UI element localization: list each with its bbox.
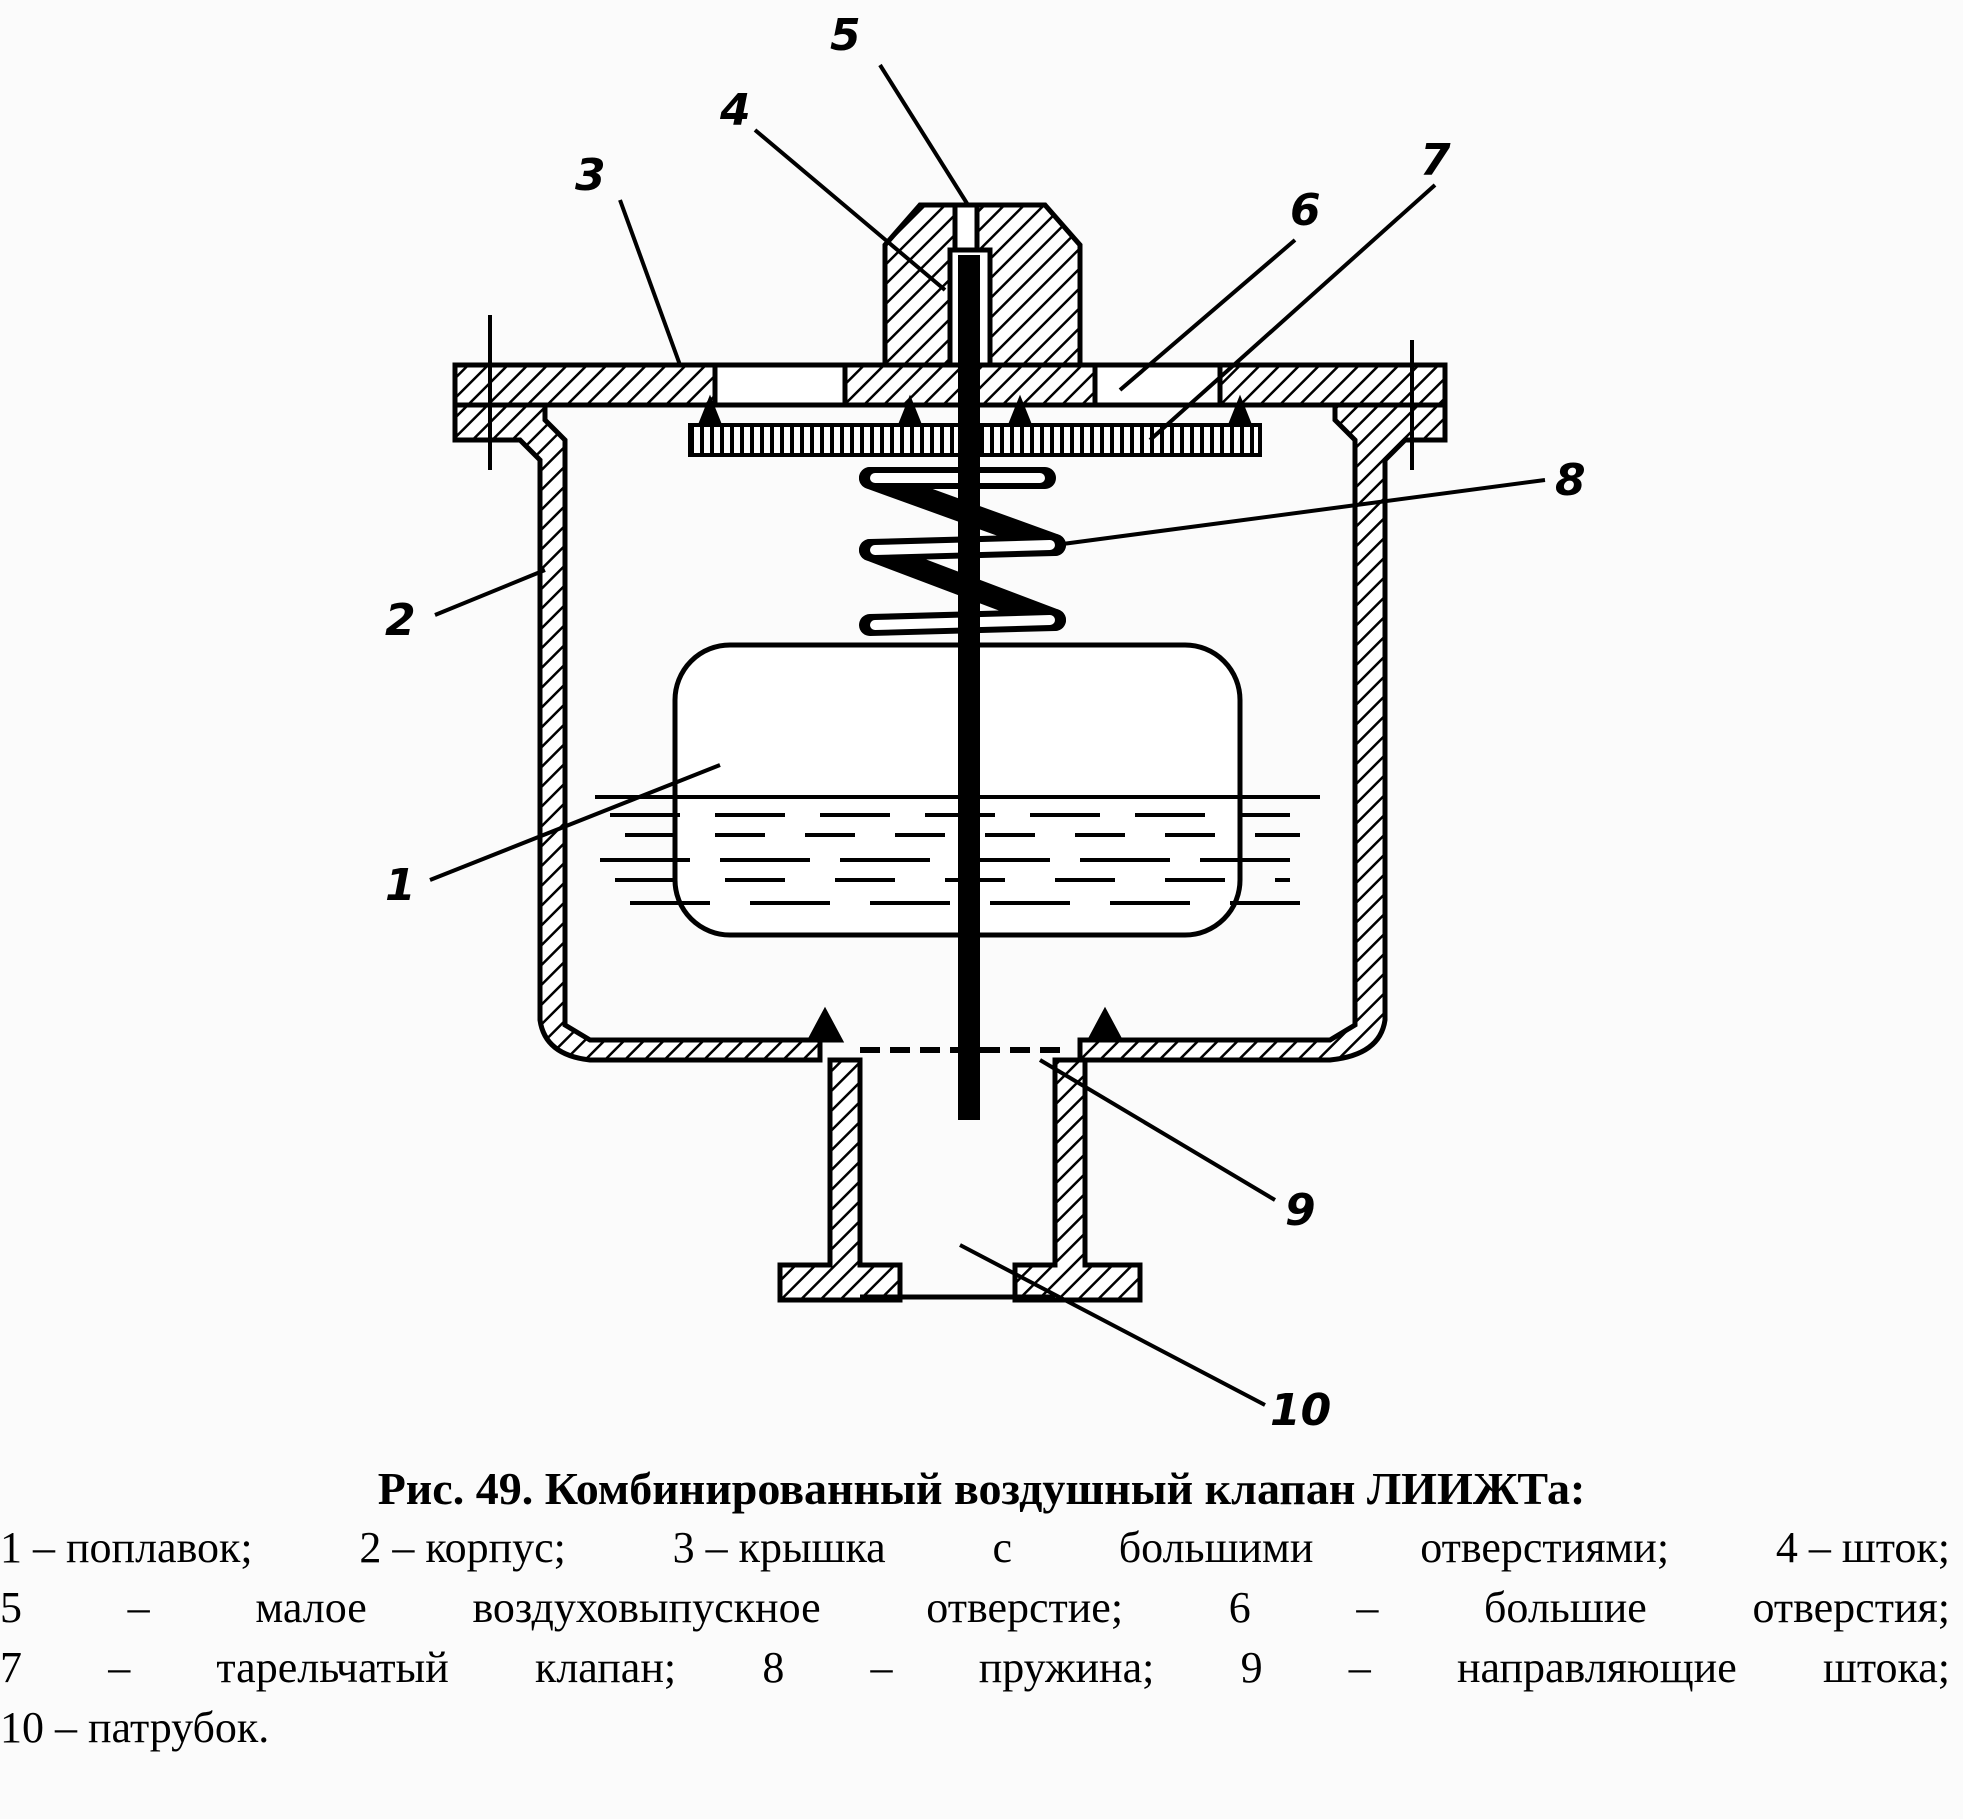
caption-title: Рис. 49. Комбинированный воздушный клапа… [377, 1463, 1586, 1514]
caption-word: воздуховыпускное [472, 1583, 821, 1632]
caption-word: отверстиями; [1420, 1523, 1670, 1572]
caption-word: 1 – поплавок; [0, 1523, 253, 1572]
caption-word: 7 [0, 1643, 22, 1692]
caption-word: 5 [0, 1583, 22, 1632]
caption-word: – [127, 1583, 150, 1632]
label-6: 6 [1290, 185, 1321, 236]
caption-line: 10 – патрубок. [0, 1698, 1963, 1758]
figure-caption: Рис. 49. Комбинированный воздушный клапа… [0, 1460, 1963, 1810]
caption-word: 4 – шток; [1775, 1523, 1950, 1572]
label-9: 9 [1285, 1185, 1316, 1236]
water-level [595, 795, 1320, 905]
valve-drawing: 5 4 3 7 6 8 2 1 9 10 [385, 10, 1586, 1436]
caption-line: 7 – тарельчатый клапан; 8 – пружина; 9 – направля… [0, 1638, 1950, 1698]
caption-line: 1 – поплавок; 2 – корпус; 3 – крышка с больш… [0, 1518, 1950, 1578]
float [672, 642, 1243, 938]
caption-word: малое [255, 1583, 367, 1632]
caption-word: клапан; [534, 1643, 677, 1692]
valve-body [452, 402, 1448, 1063]
label-1: 1 [385, 860, 416, 911]
caption-word: большие [1484, 1583, 1647, 1632]
caption-word: направляющие [1456, 1643, 1737, 1692]
nozzle [777, 1047, 1143, 1303]
leader-lines [429, 63, 1546, 1407]
caption-word: – [870, 1643, 893, 1692]
caption-word: – [108, 1643, 131, 1692]
label-8: 8 [1555, 455, 1586, 506]
caption-word: штока; [1822, 1643, 1950, 1692]
caption-word: – [1348, 1643, 1371, 1692]
label-7: 7 [1420, 135, 1451, 186]
label-2: 2 [385, 595, 416, 646]
caption-word: 9 [1240, 1643, 1263, 1692]
caption-legend: 1 – поплавок; 2 – корпус; 3 – крышка с больш… [0, 1518, 1963, 1758]
stem [958, 255, 980, 1120]
caption-word: 6 [1228, 1583, 1251, 1632]
label-4: 4 [719, 85, 751, 136]
caption-word: большими [1118, 1523, 1314, 1572]
label-3: 3 [575, 150, 606, 201]
label-5: 5 [830, 10, 861, 61]
caption-word: 8 [762, 1643, 785, 1692]
caption-word: 2 – корпус; [359, 1523, 566, 1572]
caption-word: отверстие; [926, 1583, 1124, 1632]
caption-word: – [1356, 1583, 1379, 1632]
caption-word: тарельчатый [216, 1643, 449, 1692]
caption-line: 5 – малое воздуховыпускное отверстие; 6 – больш… [0, 1578, 1950, 1638]
caption-word: пружина; [978, 1643, 1155, 1692]
caption-word: с [992, 1523, 1012, 1572]
caption-word: 10 – патрубок. [0, 1703, 270, 1752]
lid-boss [882, 202, 1083, 368]
label-10: 10 [1270, 1385, 1331, 1436]
caption-word: 3 – крышка [672, 1523, 886, 1572]
caption-word: отверстия; [1752, 1583, 1950, 1632]
